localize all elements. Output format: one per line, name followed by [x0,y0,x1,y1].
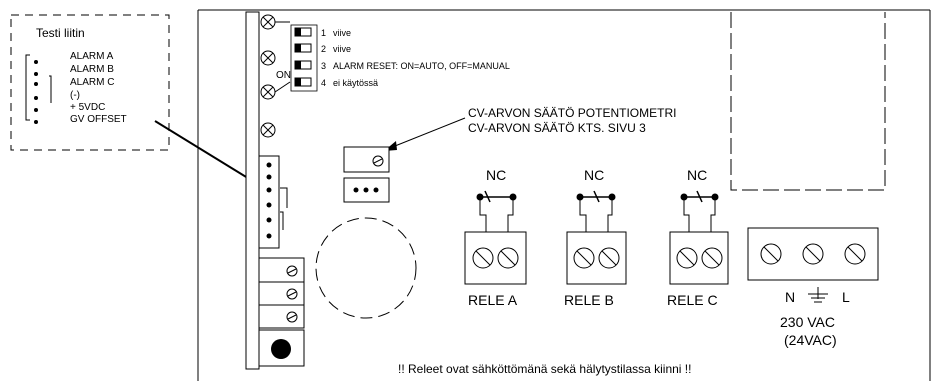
small-screw-icon [286,265,298,277]
pin-label-alarm-c: ALARM C [70,77,114,88]
screw-icon [497,247,519,269]
dip-on-label: ON [276,70,291,81]
small-screw-icon [286,288,298,300]
relay-b-label: RELE B [564,292,614,308]
pin-label-alarm-a: ALARM A [70,51,114,62]
ground-icon [808,287,828,303]
potentiometer [343,146,390,173]
screw-icon [844,243,866,265]
pin-header-dots [266,162,272,239]
dip-label-2: viive [333,44,351,54]
power-voltage: 230 VAC [780,314,835,330]
component-outline [730,12,886,191]
relay-a-contact-label: NC [486,167,506,183]
reset-button-icon [271,339,291,359]
screw-icon [260,122,276,138]
power-label-l: L [842,289,850,305]
screw-icon [472,247,494,269]
pin-label-minus: (-) [70,90,80,101]
pin-dot [34,60,38,64]
test-connector-box: Testi liitin ALARM A ALARM B ALARM C (-)… [10,14,170,151]
screw-terminals-top [260,14,276,138]
pin-label-alarm-b: ALARM B [70,64,114,75]
screw-icon [701,247,723,269]
screw-icon [260,14,276,30]
potentiometer-label-2: CV-ARVON SÄÄTÖ KTS. SIVU 3 [468,121,646,135]
screw-icon [802,243,824,265]
test-connector-title: Testi liitin [36,26,85,40]
terminal-strip [245,11,305,370]
pin-dot [34,120,38,124]
pin-dot [34,96,38,100]
screw-icon [573,247,595,269]
dip-label-1: viive [333,28,351,38]
pin-dot [34,72,38,76]
power-terminal: N L 230 VAC (24VAC) [747,227,879,348]
screw-icon [676,247,698,269]
screw-icon [598,247,620,269]
relay-c: NC RELE C [667,167,729,308]
pin-dot [34,108,38,112]
screw-icon [260,84,276,100]
dip-num-1: 1 [321,28,326,38]
dip-label-4: ei käytössä [333,78,378,88]
screw-icon [760,243,782,265]
dip-num-4: 4 [321,78,326,88]
dashed-circle-outline [315,217,417,319]
potentiometer-screw-icon [372,155,384,167]
relay-c-label: RELE C [667,292,718,308]
power-label-n: N [785,289,795,305]
small-screw-icon [286,311,298,323]
relay-a: NC RELE A [464,167,527,308]
pin-header-3 [343,177,390,203]
pin-header [258,155,280,249]
dip-num-2: 2 [321,44,326,54]
main-board-outline [197,9,931,381]
pin-dot [34,82,38,86]
notice-text: !! Releet ovat sähköttömänä sekä hälytys… [398,362,691,376]
relay-b: NC RELE B [564,167,627,308]
pin-label-gv-offset: GV OFFSET [70,114,127,125]
potentiometer-label-1: CV-ARVON SÄÄTÖ POTENTIOMETRI [468,106,676,120]
dip-num-3: 3 [321,61,326,71]
pointer-arrow-icon [384,117,466,151]
relay-b-contact-label: NC [584,167,604,183]
pin-label-5vdc: + 5VDC [70,102,105,113]
relay-c-contact-label: NC [687,167,707,183]
dip-label-3: ALARM RESET: ON=AUTO, OFF=MANUAL [333,61,510,71]
screw-icon [260,50,276,66]
power-voltage-alt: (24VAC) [784,332,837,348]
relay-a-label: RELE A [468,292,518,308]
dip-switch: ON 1 viive 2 viive 3 ALARM RESET: ON=AUT… [276,24,510,92]
test-connector-pins [34,60,38,124]
